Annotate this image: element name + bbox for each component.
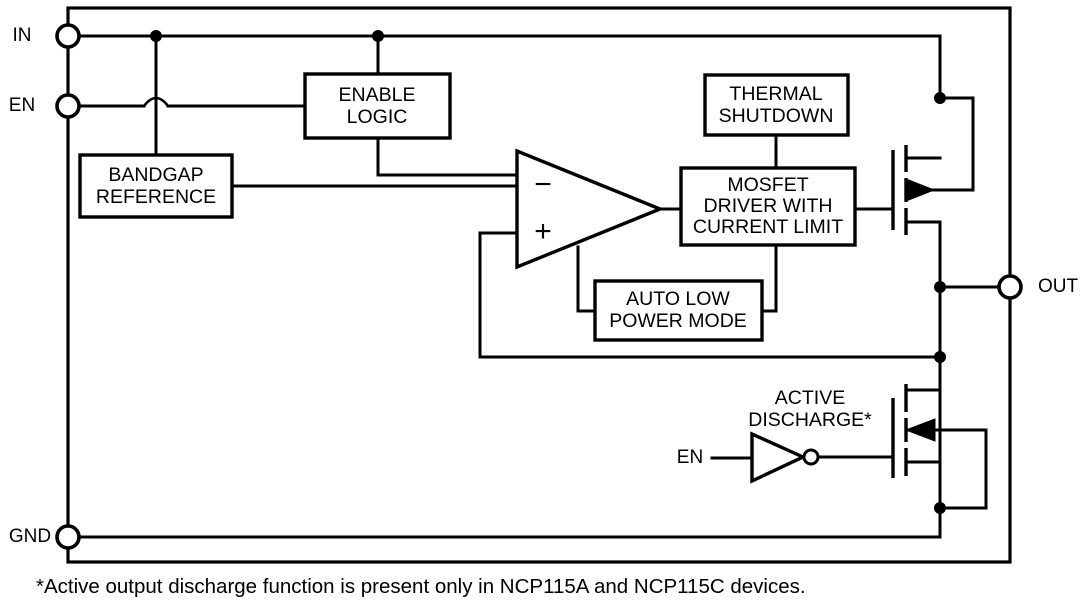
label-enable-logic-line2: LOGIC <box>347 106 408 128</box>
wire-discharge-bulk-tie <box>938 428 988 510</box>
block-enable-logic <box>303 72 452 140</box>
junction-dot-in-bandgap <box>150 30 162 42</box>
inverter-triangle <box>750 431 808 484</box>
block-auto-low-power-mode <box>593 279 764 342</box>
label-active-discharge-line2: DISCHARGE* <box>748 409 872 431</box>
footnote-active-discharge: *Active output discharge function is pre… <box>36 575 806 598</box>
junction-dot-out-node <box>934 281 946 293</box>
pin-label-out: OUT <box>1038 276 1079 297</box>
wire-hop-en-over-in <box>142 96 170 107</box>
label-auto-low-power-line2: POWER MODE <box>609 310 747 332</box>
pin-circle-out[interactable] <box>997 274 1023 300</box>
label-thermal-line2: SHUTDOWN <box>719 105 834 127</box>
pin-circle-en[interactable] <box>55 93 81 119</box>
block-mosfet-driver <box>679 166 857 247</box>
wire-passfet-bulk-tie <box>938 96 975 192</box>
block-thermal-shutdown <box>703 73 850 137</box>
pin-label-en: EN <box>9 95 35 116</box>
junction-dot-feedback-tap <box>934 351 946 363</box>
inverter-bubble-icon <box>802 448 820 466</box>
wire-amp-to-auto-low-power <box>576 245 597 313</box>
wire-passfet-source-to-out <box>904 220 942 289</box>
wire-driver-to-auto-low-power <box>760 243 778 313</box>
error-amplifier-symbol <box>515 148 665 270</box>
discharge-mosfet-body-arrow <box>904 418 936 442</box>
device-outline <box>66 6 1012 564</box>
block-bandgap-reference <box>78 153 234 219</box>
pin-circle-gnd[interactable] <box>55 524 81 550</box>
label-active-discharge-line1: ACTIVE <box>775 387 845 409</box>
wire-enable-logic-to-amp <box>376 136 519 177</box>
pin-label-in: IN <box>13 25 32 46</box>
label-bandgap-line1: BANDGAP <box>108 164 203 186</box>
pin-circle-in[interactable] <box>55 23 81 49</box>
junction-dot-in-enable <box>372 30 384 42</box>
label-thermal-line1: THERMAL <box>729 83 822 105</box>
amp-minus-input-label: − <box>534 168 552 201</box>
pin-label-gnd: GND <box>9 526 51 547</box>
wire-amp-plus-feedback <box>478 231 519 359</box>
wire-discharge-source-to-gnd <box>904 460 942 539</box>
label-bandgap-line2: REFERENCE <box>96 186 216 208</box>
label-discharge-en: EN <box>677 447 703 468</box>
junction-dot-discharge-source <box>934 502 946 514</box>
label-driver-line1: MOSFET <box>727 174 808 196</box>
junction-dot-passfet-source-rail <box>934 92 946 104</box>
label-driver-line3: CURRENT LIMIT <box>693 216 843 238</box>
label-driver-line2: DRIVER WITH <box>704 195 833 217</box>
label-auto-low-power-line1: AUTO LOW <box>626 288 730 310</box>
amp-plus-input-label: + <box>534 215 552 248</box>
label-enable-logic-line1: ENABLE <box>339 84 416 106</box>
pass-mosfet-body-arrow <box>905 178 936 202</box>
